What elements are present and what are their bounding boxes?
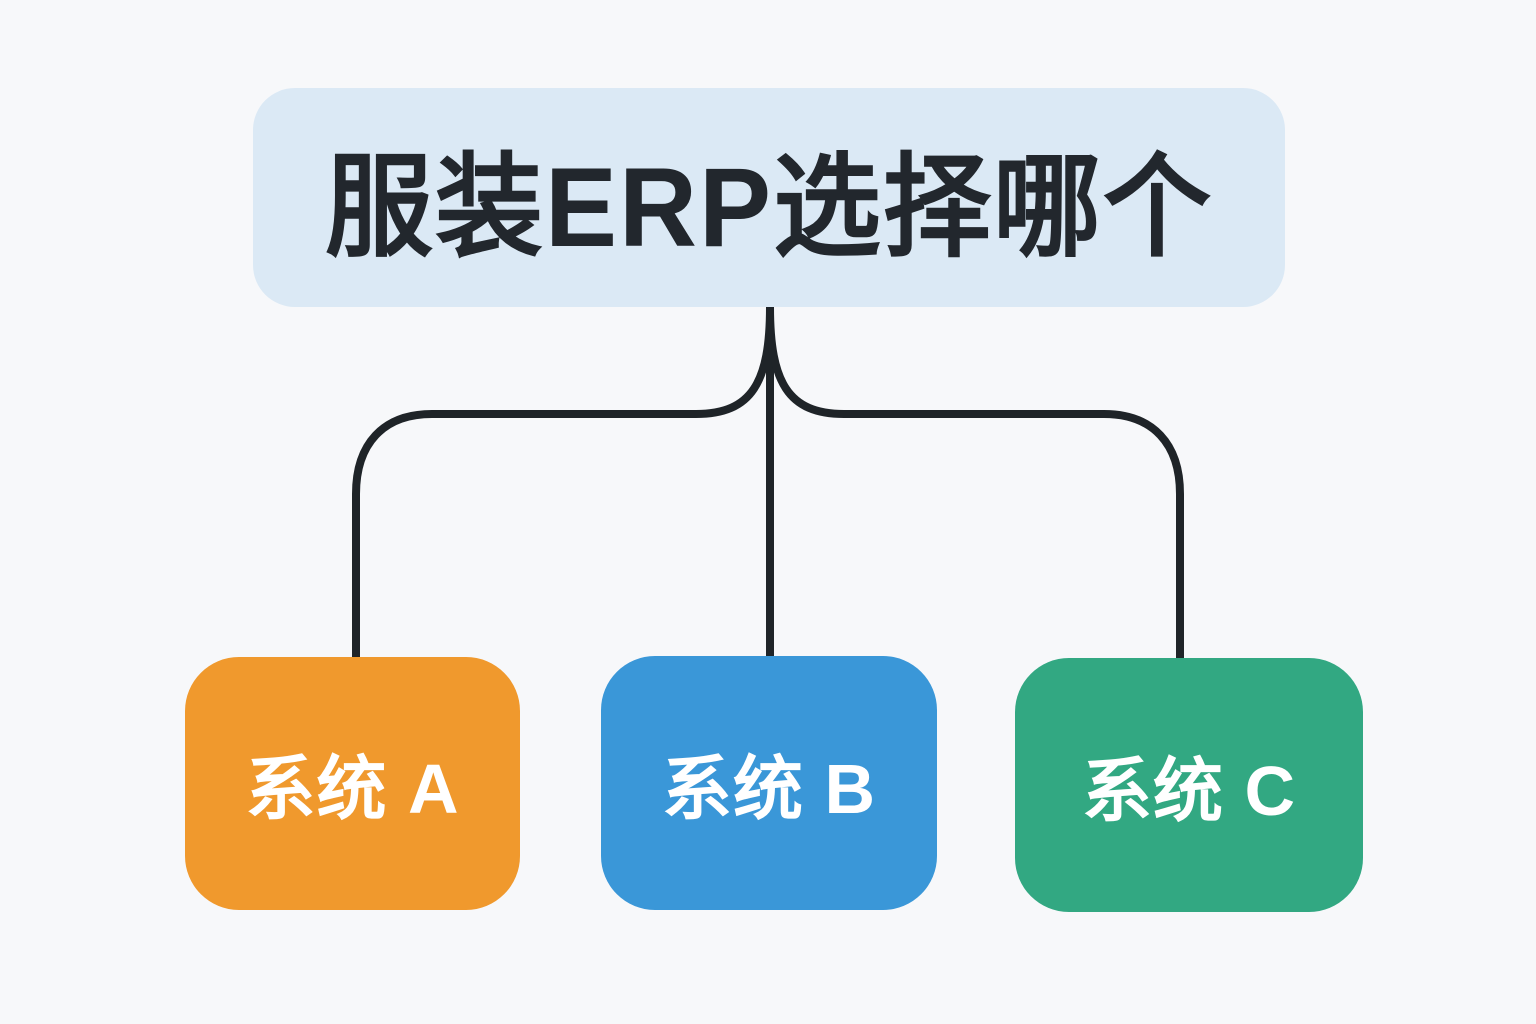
node-system-c-label: 系统 C xyxy=(1082,751,1296,830)
node-system-a: 系统 A xyxy=(185,657,520,910)
title-node: 服装ERP选择哪个 xyxy=(253,88,1285,307)
connector-title-to-system-c xyxy=(766,306,1184,662)
title-label: 服装ERP选择哪个 xyxy=(324,143,1214,270)
node-system-a-label: 系统 A xyxy=(245,750,460,828)
connector-title-to-system-a xyxy=(352,306,774,660)
node-system-c: 系统 C xyxy=(1015,658,1363,912)
node-system-b-label: 系统 B xyxy=(662,749,876,828)
node-system-b: 系统 B xyxy=(601,656,937,910)
